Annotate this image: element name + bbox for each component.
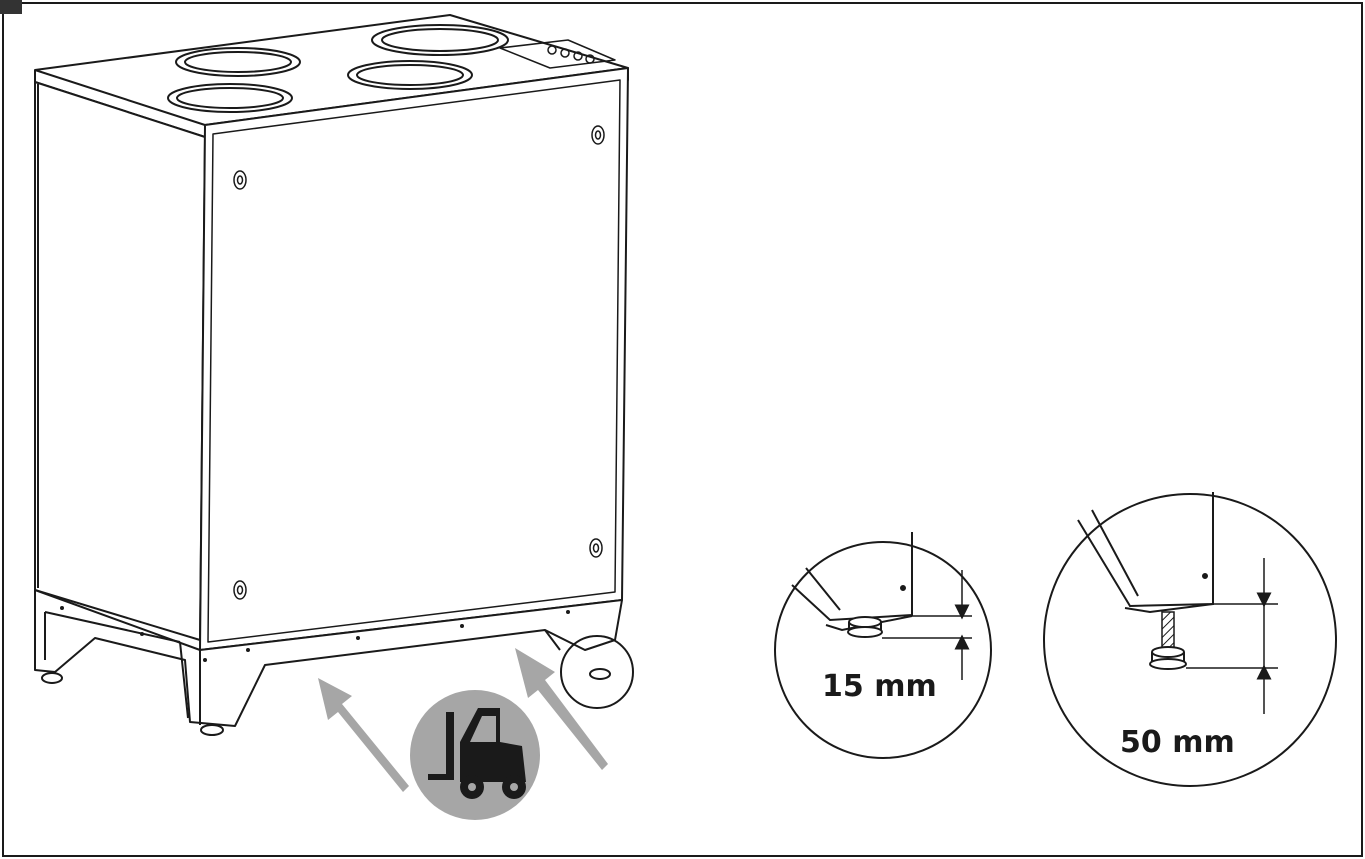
door-screws	[233, 125, 605, 600]
foot-zoom-indicator	[560, 635, 634, 709]
corner-tab	[0, 0, 22, 14]
ventilation-unit	[34, 14, 634, 736]
foot-detail-50mm	[1043, 492, 1337, 787]
unit-front-door	[199, 67, 629, 651]
duct-openings	[167, 24, 509, 113]
detail-circle	[774, 541, 992, 759]
height-label-15mm: 15 mm	[822, 669, 937, 704]
unit-foot	[589, 668, 611, 680]
threaded-rod	[1161, 611, 1175, 651]
unit-foot	[41, 672, 63, 684]
lift-direction-arrow-icon	[318, 648, 608, 792]
unit-side-panel	[34, 81, 206, 641]
base-frame	[34, 589, 623, 727]
detail-circle	[1043, 493, 1337, 787]
unit-foot	[200, 724, 224, 736]
forklift-icon	[410, 690, 540, 820]
control-box	[499, 39, 616, 69]
foot-detail-15mm	[774, 532, 992, 759]
height-label-50mm: 50 mm	[1120, 725, 1235, 760]
